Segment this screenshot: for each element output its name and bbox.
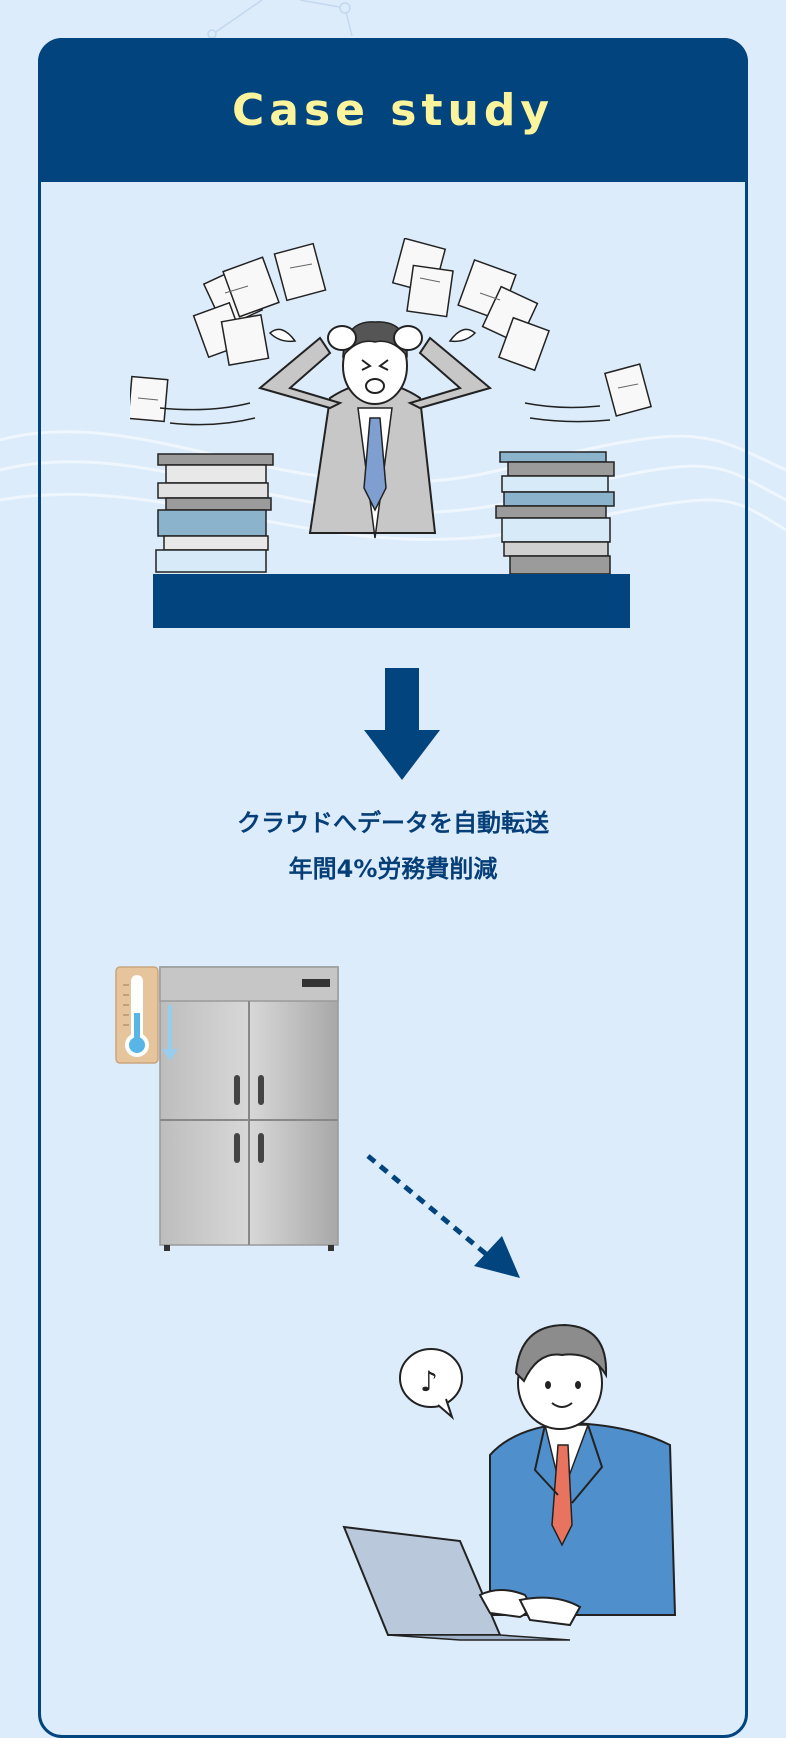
stressed-worker-illustration xyxy=(130,238,652,628)
svg-text:♪: ♪ xyxy=(420,1365,438,1398)
result-line-1: クラウドへデータを自動転送 xyxy=(237,809,549,837)
refrigerator-illustration xyxy=(115,966,339,1251)
background-decoration xyxy=(0,0,786,542)
music-note-icon: ♪ xyxy=(399,1348,463,1421)
thermometer-icon xyxy=(115,966,159,1064)
result-line-2: 年間4%労務費削減 xyxy=(288,855,498,883)
arrow-down-icon xyxy=(364,668,440,780)
case-study-header: Case study xyxy=(38,38,748,182)
case-study-title: Case study xyxy=(231,84,555,136)
happy-worker-illustration: ♪ xyxy=(342,1323,677,1641)
dotted-arrow-icon xyxy=(366,1154,520,1278)
